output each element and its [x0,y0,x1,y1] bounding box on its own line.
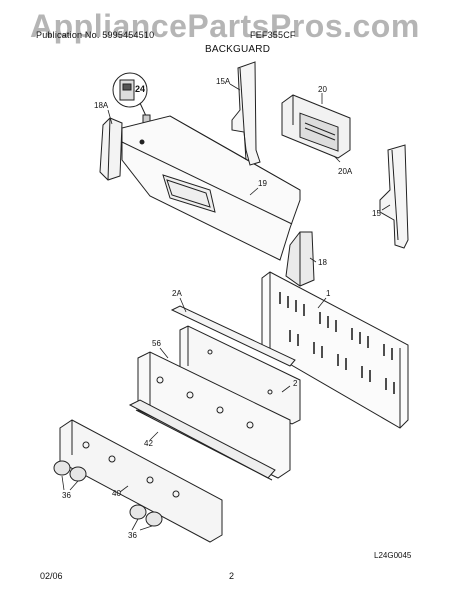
callout-56: 56 [152,339,161,348]
callout-36-left: 36 [62,491,71,500]
leader-lines [61,83,391,531]
callout-15A: 15A [216,77,231,86]
model-number: FEF355CF [250,30,296,40]
callout-1: 1 [326,289,331,298]
section-title: BACKGUARD [205,44,271,55]
clock-board-part-20 [281,94,351,159]
bracket-part-15A [231,61,261,166]
footer-date: 02/06 [40,571,63,581]
callout-18A: 18A [94,101,109,110]
callout-15: 15 [372,209,381,218]
callout-42: 42 [144,439,153,448]
end-cap-part-18 [285,231,315,287]
callout-labels: 24 18A 15A 20 20A 15 19 18 1 2A 56 2 42 … [62,77,381,540]
callout-20: 20 [318,85,327,94]
callout-24: 24 [135,84,145,94]
footer-page-number: 2 [229,571,235,581]
publication-number: Publication No. 5995454510 [36,30,155,40]
strip-part-2A [170,305,296,367]
callout-40: 40 [112,489,121,498]
end-cap-part-18A [99,117,123,181]
callout-2A: 2A [172,289,182,298]
callout-19: 19 [258,179,267,188]
rail-part-42 [128,399,276,481]
callout-36-right: 36 [128,531,137,540]
watermark: AppliancePartsPros.com [30,8,420,44]
diagram-code: L24G0045 [374,551,412,560]
bracket-part-15 [379,144,409,249]
manifold-panel-part-56 [137,351,291,479]
backguard-panel-part-19 [121,115,301,261]
switch-part-24 [112,72,151,124]
callout-2: 2 [293,379,298,388]
callout-20A: 20A [338,167,353,176]
callout-18: 18 [318,258,327,267]
